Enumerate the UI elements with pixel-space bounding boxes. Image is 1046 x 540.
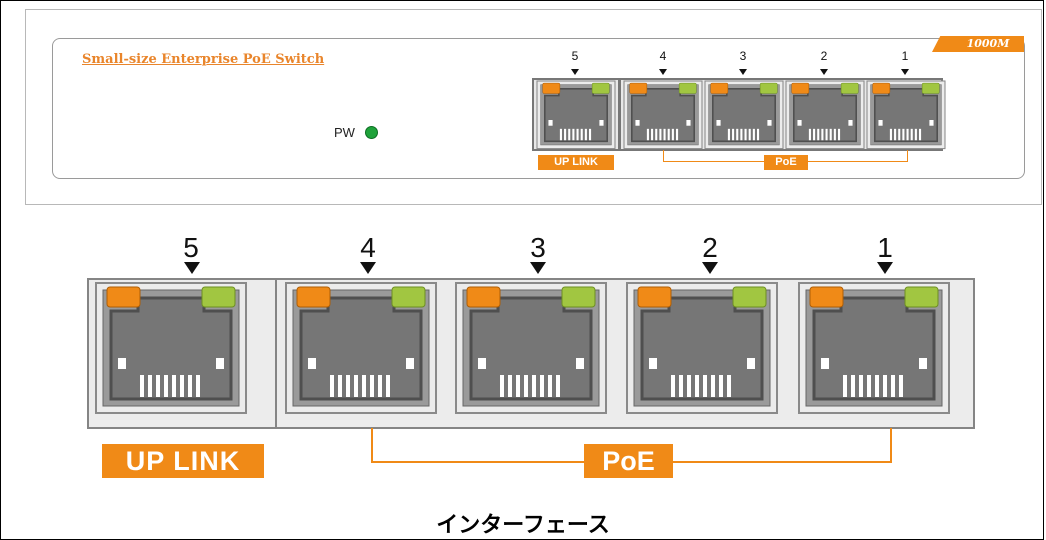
large-port-1-number: 1 <box>877 232 893 263</box>
large-port-1-arrow <box>877 262 893 274</box>
large-port-2-number: 2 <box>702 232 718 263</box>
small-port-2-number: 2 <box>820 49 828 63</box>
figure-caption: インターフェース <box>436 513 610 538</box>
large-port-5-arrow <box>184 262 200 274</box>
small-port-4-arrow <box>659 69 667 75</box>
large-port-1 <box>797 281 951 415</box>
large-poe-badge: PoE <box>584 444 673 478</box>
large-port-4 <box>284 281 438 415</box>
small-port-3-number: 3 <box>739 49 747 63</box>
large-port-5-number: 5 <box>183 232 199 263</box>
large-port-4-arrow <box>360 262 376 274</box>
small-port-3-arrow <box>739 69 747 75</box>
large-port-5 <box>94 281 248 415</box>
small-port-1-number: 1 <box>901 49 909 63</box>
small-port-1-arrow <box>901 69 909 75</box>
product-name: Small-size Enterprise PoE Switch <box>82 52 325 67</box>
model-tag <box>932 36 1024 52</box>
small-port-5 <box>536 80 616 150</box>
large-port-2-arrow <box>702 262 718 274</box>
small-port-5-arrow <box>571 69 579 75</box>
small-port-3 <box>704 80 784 150</box>
large-uplink-badge: UP LINK <box>102 444 264 478</box>
model-label: 1000M <box>966 37 1010 50</box>
large-port-4-number: 4 <box>360 232 376 263</box>
small-port-2 <box>785 80 865 150</box>
large-port-3 <box>454 281 608 415</box>
small-poe-badge: PoE <box>764 155 808 170</box>
large-port-3-number: 3 <box>530 232 546 263</box>
small-port-4 <box>623 80 703 150</box>
large-port-2 <box>625 281 779 415</box>
power-label: PW <box>334 125 355 140</box>
power-led <box>365 126 378 139</box>
small-port-5-number: 5 <box>571 49 579 63</box>
small-port-1 <box>866 80 946 150</box>
large-port-3-arrow <box>530 262 546 274</box>
small-uplink-badge: UP LINK <box>538 155 614 170</box>
small-port-4-number: 4 <box>659 49 667 63</box>
small-port-2-arrow <box>820 69 828 75</box>
